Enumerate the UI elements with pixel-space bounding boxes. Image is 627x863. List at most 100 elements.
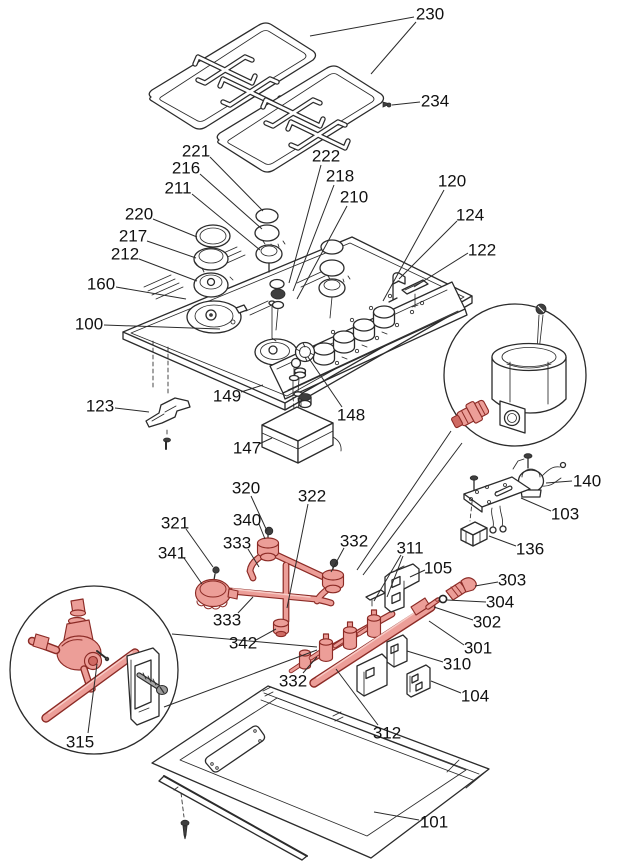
part-label-120: 120	[438, 172, 466, 191]
leader-line-103	[520, 497, 552, 512]
leader-line-211	[191, 193, 261, 251]
leader-line-340	[258, 523, 266, 540]
bracket-123	[145, 397, 191, 450]
leader-line-341	[183, 557, 203, 585]
leader-line-302	[433, 606, 474, 621]
elbow-fitting-303	[445, 577, 477, 601]
spark-plug-149	[288, 357, 302, 410]
leader-line-230	[370, 21, 417, 75]
part-label-315: 315	[66, 733, 94, 752]
leader-line-101	[373, 811, 420, 821]
base-tray	[151, 685, 490, 861]
part-label-217: 217	[119, 227, 147, 246]
leader-line-100	[103, 324, 221, 330]
part-label-234: 234	[421, 92, 449, 111]
mounting-bolt	[136, 672, 168, 695]
leader-line-122	[413, 252, 469, 288]
burner-recess-left	[186, 300, 248, 334]
leader-line-301	[428, 620, 465, 646]
valve-311	[356, 609, 382, 638]
grate-cross-supports	[260, 97, 351, 151]
injector-tube-301	[309, 597, 436, 688]
part-label-332a: 332	[340, 532, 368, 551]
leader-line-333a	[247, 548, 260, 568]
part-label-104: 104	[461, 687, 489, 706]
pan-grate-right	[216, 65, 385, 173]
leader-line-310	[406, 650, 444, 663]
bracket-mid	[356, 653, 388, 697]
bracket-105	[384, 563, 420, 613]
part-label-301: 301	[464, 639, 492, 658]
injector-detail-circle	[356, 303, 587, 576]
part-label-340: 340	[233, 511, 261, 530]
burner-stack-middle	[254, 208, 286, 331]
part-label-160: 160	[87, 275, 115, 294]
part-label-341: 341	[158, 544, 186, 563]
part-label-220: 220	[125, 205, 153, 224]
leader-line-315	[87, 663, 98, 734]
leader-line-120	[382, 189, 445, 302]
part-label-105: 105	[424, 559, 452, 578]
part-label-147: 147	[233, 439, 261, 458]
leader-line-303	[474, 581, 499, 587]
part-label-304: 304	[486, 593, 514, 612]
leader-line-147	[258, 437, 273, 445]
part-label-100: 100	[75, 315, 103, 334]
manifold-valve-342	[272, 618, 290, 638]
leader-line-304	[446, 599, 487, 603]
part-label-216: 216	[172, 159, 200, 178]
manifold-valve-340	[256, 526, 280, 562]
part-label-310: 310	[443, 655, 471, 674]
leader-line-333b	[237, 596, 254, 614]
leader-line-210	[296, 205, 348, 300]
leader-line-217	[146, 240, 197, 259]
part-label-333a: 333	[223, 534, 251, 553]
part-label-212: 212	[111, 245, 139, 264]
leader-line-160	[115, 286, 187, 300]
control-panel-strip	[269, 281, 468, 413]
venturi-cup	[491, 303, 567, 434]
part-label-302: 302	[473, 613, 501, 632]
part-label-101: 101	[420, 813, 448, 832]
part-label-312: 312	[373, 724, 401, 743]
grate-screw	[382, 101, 392, 108]
leader-line-332a	[330, 547, 345, 573]
pan-grate-left	[148, 22, 317, 130]
leader-line-320	[250, 495, 268, 532]
part-label-136: 136	[516, 540, 544, 559]
tray-front-rail	[158, 775, 308, 861]
leader-line-149	[240, 384, 264, 393]
leader-line-124	[398, 220, 458, 280]
part-label-342: 342	[229, 634, 257, 653]
tray-screw	[180, 792, 190, 840]
callout-layer: 2302342212162112202172121601002222182101…	[66, 5, 601, 832]
leader-line-105	[409, 569, 426, 578]
leader-line-220	[152, 218, 198, 238]
part-label-103: 103	[551, 505, 579, 524]
leader-line-148	[307, 356, 343, 408]
burner-stack-left	[193, 224, 234, 298]
mounting-plate-103	[463, 475, 531, 534]
leader-line-311	[373, 554, 402, 602]
part-label-221: 221	[182, 142, 210, 161]
leader-line-136	[488, 535, 517, 547]
leader-line-123	[114, 407, 150, 413]
part-label-148: 148	[337, 406, 365, 425]
leader-line-321	[185, 528, 214, 568]
control-knobs	[312, 305, 396, 366]
part-label-222: 222	[312, 147, 340, 166]
tray-cutout	[204, 725, 266, 773]
valve-332-lower	[308, 633, 334, 662]
part-label-124: 124	[456, 206, 484, 225]
leader-line-140	[545, 480, 573, 484]
terminal-block-136	[460, 521, 488, 547]
plate-104	[406, 664, 431, 698]
part-label-140: 140	[573, 472, 601, 491]
leader-line-230	[309, 16, 415, 37]
part-label-322: 322	[298, 487, 326, 506]
manifold-valve-332-upper	[321, 558, 345, 594]
part-label-332b: 332	[279, 672, 307, 691]
part-label-230: 230	[416, 5, 444, 24]
leader-line-234	[391, 101, 421, 106]
